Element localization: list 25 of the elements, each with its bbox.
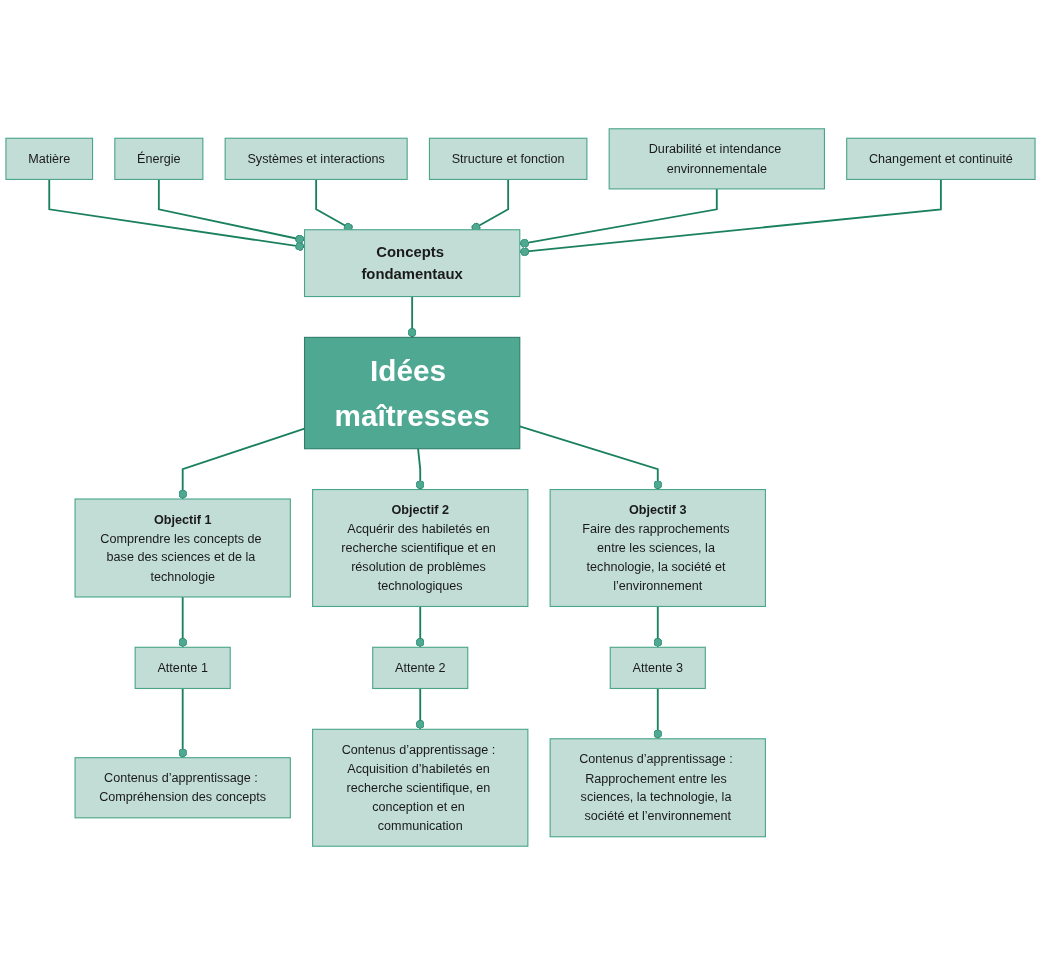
node-box: Idées maîtresses	[303, 336, 521, 450]
connector	[653, 687, 663, 740]
node-box: Objectif 2 Acquérir des habiletés en recherche scientifique et en résolution de problèmes technologiques	[312, 489, 529, 607]
node-box: Systèmes et interactions	[224, 137, 408, 180]
connector	[653, 605, 663, 649]
node-box: Durabilité et intendance environnementale	[608, 128, 825, 190]
node-box: Contenus d’apprentissage : Compréhension des concepts	[74, 757, 291, 819]
connector	[415, 447, 425, 491]
node-box: Attente 3	[609, 646, 706, 690]
node-box: Objectif 1 Comprendre les concepts de base des sciences et de la technologie	[74, 498, 291, 598]
connector	[407, 295, 417, 339]
connector	[415, 605, 425, 649]
connector	[415, 687, 425, 731]
node-box: Concepts fondamentaux	[303, 229, 521, 298]
node-box: Changement et continuité	[846, 137, 1036, 180]
node-box: Contenus d’apprentissage : Rapprochement entre les sciences, la technologie, la société et l’environnement	[549, 738, 766, 838]
node-box: Objectif 3 Faire des rapprochements entre les sciences, la technologie, la société et l’environnement	[549, 489, 766, 607]
connector	[178, 596, 188, 649]
node-box: Énergie	[114, 137, 204, 180]
node-box: Attente 2	[372, 646, 469, 690]
node-box: Attente 1	[134, 646, 231, 690]
node-box: Matière	[5, 137, 94, 180]
node-box: Structure et fonction	[428, 137, 588, 180]
connector	[178, 687, 188, 759]
node-box: Contenus d’apprentissage : Acquisition d’habiletés en recherche scientifique, en conception et en communication	[312, 728, 529, 847]
